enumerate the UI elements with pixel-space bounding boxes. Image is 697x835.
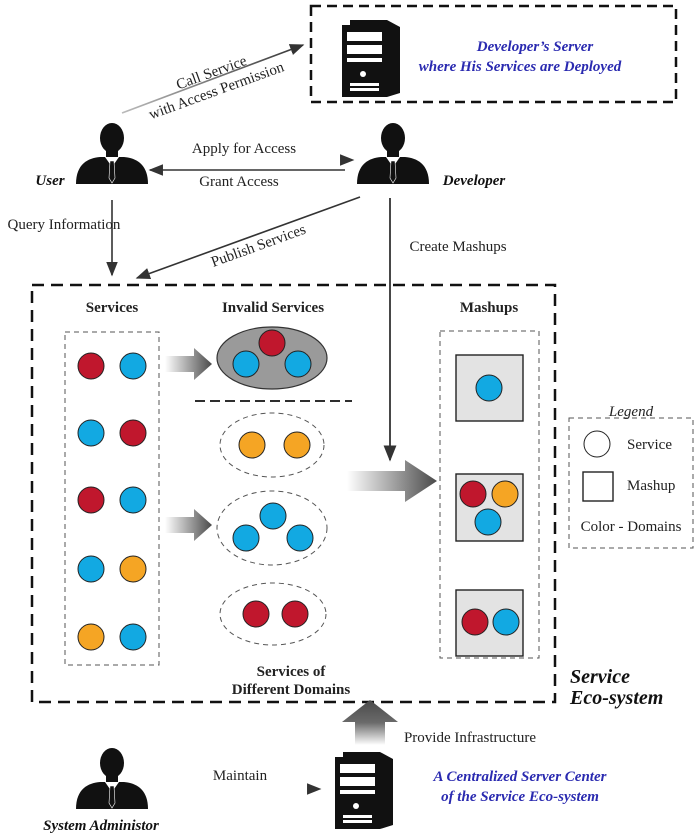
- invalid-service-blue-1: [232, 350, 260, 378]
- service-node-orange: [119, 555, 147, 583]
- domain-cluster-orange: [219, 412, 325, 478]
- service-node-red: [77, 352, 105, 380]
- domain-cluster-blue: [216, 490, 328, 566]
- legend-service-symbol: [583, 430, 611, 458]
- services-column: [64, 331, 160, 666]
- mashup-3-service-blue: [492, 608, 520, 636]
- service-rows: [77, 352, 147, 651]
- legend: Legend Service Mashup Color - Domains: [568, 404, 694, 549]
- ecosystem-boundary: [30, 283, 557, 704]
- apply-access-label: Apply for Access: [192, 141, 296, 157]
- to-invalid-arrow: [165, 348, 212, 380]
- to-mashups-arrow: [347, 460, 437, 502]
- domain-service-orange-2: [283, 431, 311, 459]
- ecosystem-label-1: Service: [570, 666, 630, 688]
- legend-service-label: Service: [627, 437, 672, 453]
- developer-server-box: Developer’s Server where His Services ar…: [309, 4, 678, 104]
- service-node-blue: [119, 486, 147, 514]
- server-center-icon: [335, 752, 393, 829]
- service-node-blue: [119, 623, 147, 651]
- mashups-column: [439, 330, 540, 659]
- server-center-title: A Centralized Server Center: [433, 769, 607, 785]
- mashups-header: Mashups: [460, 300, 519, 316]
- maintain-label: Maintain: [213, 768, 268, 784]
- user-label: User: [35, 173, 64, 189]
- admin-label: System Administor: [43, 818, 159, 834]
- legend-title: Legend: [608, 404, 654, 420]
- domain-service-red-2: [281, 600, 309, 628]
- services-header: Services: [86, 300, 139, 316]
- invalid-services-header: Invalid Services: [222, 300, 324, 316]
- to-domains-arrow: [165, 509, 212, 541]
- domain-cluster-red: [219, 582, 327, 646]
- developer-server-title: Developer’s Server: [476, 39, 594, 55]
- grant-access-label: Grant Access: [199, 174, 279, 190]
- domain-service-blue-2: [232, 524, 260, 552]
- mashup-2-service-orange: [491, 480, 519, 508]
- domain-service-orange-1: [238, 431, 266, 459]
- ecosystem-label-2: Eco-system: [569, 687, 663, 709]
- invalid-service-red: [258, 329, 286, 357]
- domain-service-blue-3: [286, 524, 314, 552]
- publish-services-arrow: [135, 196, 361, 279]
- mashup-2-service-red: [459, 480, 487, 508]
- domain-service-blue-1: [259, 502, 287, 530]
- legend-mashup-symbol: [582, 471, 614, 502]
- legend-mashup-label: Mashup: [627, 478, 675, 494]
- service-node-red: [119, 419, 147, 447]
- developer-person-icon: [356, 122, 430, 185]
- domain-service-red-1: [242, 600, 270, 628]
- service-node-blue: [77, 419, 105, 447]
- call-service-arrow: [121, 44, 305, 114]
- admin-person-icon: [75, 747, 149, 810]
- create-mashups-label: Create Mashups: [409, 239, 506, 255]
- service-node-blue: [119, 352, 147, 380]
- service-node-orange: [77, 623, 105, 651]
- domains-label-2: Different Domains: [232, 682, 351, 698]
- developer-label: Developer: [442, 173, 506, 189]
- user-person-icon: [75, 122, 149, 185]
- server-icon: [342, 20, 400, 97]
- mashup-3-service-red: [461, 608, 489, 636]
- provide-infrastructure-label: Provide Infrastructure: [404, 730, 536, 746]
- service-node-red: [77, 486, 105, 514]
- provide-infrastructure-arrow: [342, 700, 398, 745]
- query-information-label: Query Information: [8, 217, 121, 233]
- mashup-1-service-blue: [475, 374, 503, 402]
- service-node-blue: [77, 555, 105, 583]
- legend-colors-label: Color - Domains: [581, 519, 682, 535]
- server-center-subtitle: of the Service Eco-system: [441, 789, 599, 805]
- domains-label-1: Services of: [257, 664, 327, 680]
- invalid-service-blue-2: [284, 350, 312, 378]
- developer-server-subtitle: where His Services are Deployed: [419, 59, 622, 75]
- mashup-2-service-blue: [474, 508, 502, 536]
